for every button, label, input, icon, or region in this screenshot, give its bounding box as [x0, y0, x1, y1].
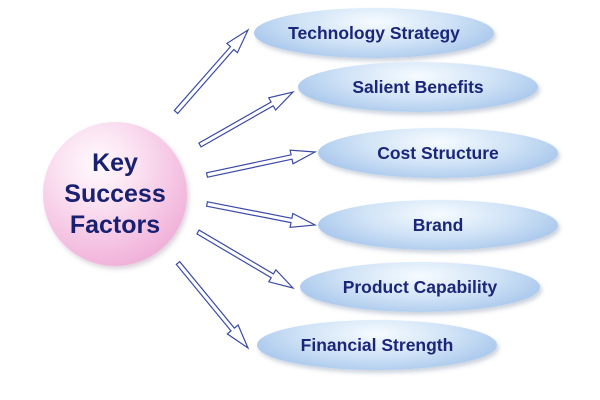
arrow-cost-structure: [205, 149, 318, 178]
factor-label: Salient Benefits: [352, 76, 484, 97]
hub-label: Key Success Factors: [64, 148, 166, 239]
factor-product-capability: Product Capability: [300, 262, 540, 312]
factor-salient-benefits: Salient Benefits: [298, 62, 538, 112]
key-success-factors-circle: Key Success Factors: [43, 122, 187, 266]
arrow-salient-benefits: [198, 90, 295, 148]
arrow-brand: [205, 201, 318, 228]
factor-label: Product Capability: [342, 276, 498, 297]
factor-cost-structure: Cost Structure: [318, 128, 558, 178]
factor-brand: Brand: [318, 200, 558, 250]
factor-financial-strength: Financial Strength: [257, 320, 497, 370]
factor-label: Financial Strength: [300, 334, 454, 355]
factor-label: Cost Structure: [377, 142, 499, 163]
arrow-financial-strength: [175, 260, 250, 350]
arrow-product-capability: [196, 229, 295, 290]
factor-technology-strategy: Technology Strategy: [254, 8, 494, 58]
factor-label: Technology Strategy: [288, 22, 460, 43]
factor-label: Brand: [412, 214, 464, 235]
arrow-technology-strategy: [173, 28, 250, 115]
